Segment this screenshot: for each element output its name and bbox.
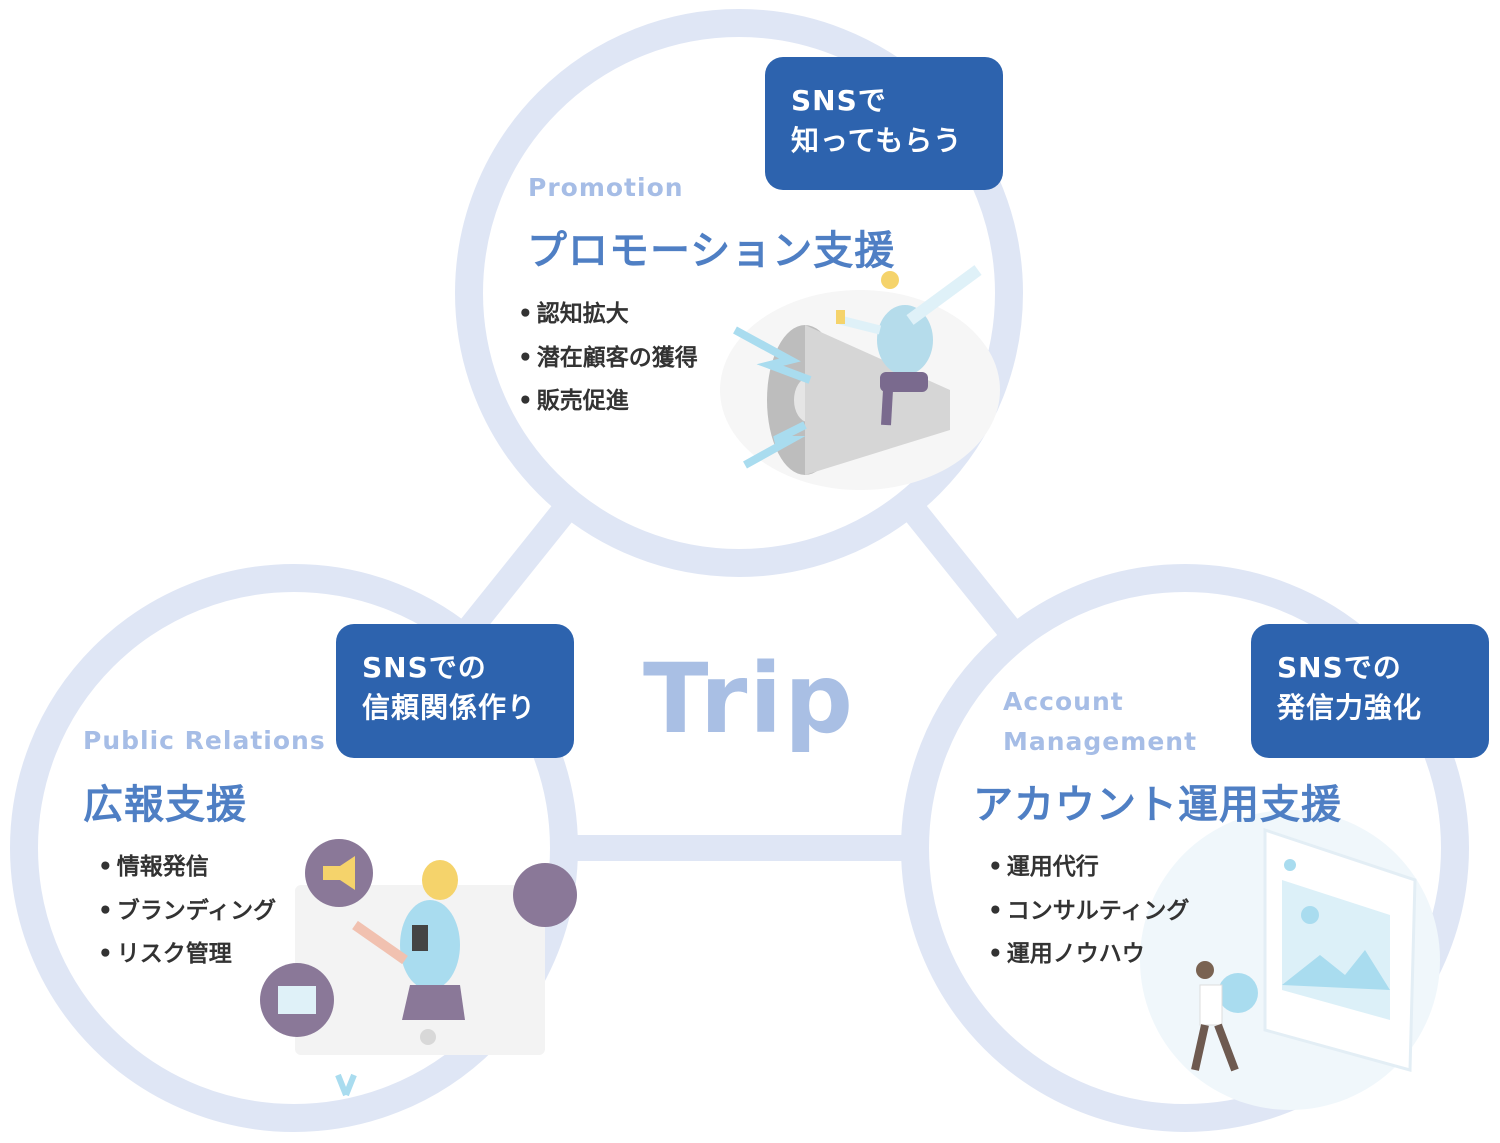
pr-badge-line2: 信頼関係作り (362, 691, 537, 724)
list-item: 認知拡大 (518, 293, 698, 337)
list-item: 運用ノウハウ (988, 933, 1189, 977)
public-relations-illustration (260, 839, 577, 1097)
list-item: 潜在顧客の獲得 (518, 337, 698, 381)
center-logo-text: Trip (643, 643, 855, 755)
list-item: ブランディング (98, 890, 276, 934)
account-subtitle-line2: Management (1003, 727, 1198, 756)
account-badge: SNSでの 発信力強化 (1251, 624, 1489, 758)
account-illustration (1140, 810, 1440, 1110)
account-title: アカウント運用支援 (973, 782, 1342, 828)
pr-badge-line1: SNSでの (362, 651, 487, 684)
promotion-subtitle: Promotion (528, 173, 684, 202)
account-subtitle: Account Management (1003, 682, 1197, 762)
account-list: 運用代行 コンサルティング 運用ノウハウ (988, 846, 1190, 977)
account-subtitle-line1: Account (1003, 687, 1124, 716)
list-item: 情報発信 (98, 846, 276, 890)
pr-list: 情報発信 ブランディング リスク管理 (98, 846, 276, 977)
pr-subtitle: Public Relations (83, 726, 326, 755)
megaphone-illustration (720, 265, 1000, 490)
pr-badge: SNSでの 信頼関係作り (336, 624, 574, 758)
promotion-badge: SNSで 知ってもらう (765, 57, 1003, 190)
promotion-list: 認知拡大 潜在顧客の獲得 販売促進 (518, 293, 698, 424)
promotion-title: プロモーション支援 (527, 228, 896, 274)
list-item: 販売促進 (518, 380, 698, 424)
pr-title: 広報支援 (83, 782, 247, 828)
account-badge-line2: 発信力強化 (1277, 691, 1423, 724)
list-item: 運用代行 (988, 846, 1189, 890)
account-badge-line1: SNSでの (1277, 651, 1402, 684)
promotion-badge-line2: 知ってもらう (791, 124, 963, 157)
promotion-badge-line1: SNSで (791, 84, 887, 117)
list-item: コンサルティング (988, 890, 1190, 934)
list-item: リスク管理 (98, 933, 276, 977)
